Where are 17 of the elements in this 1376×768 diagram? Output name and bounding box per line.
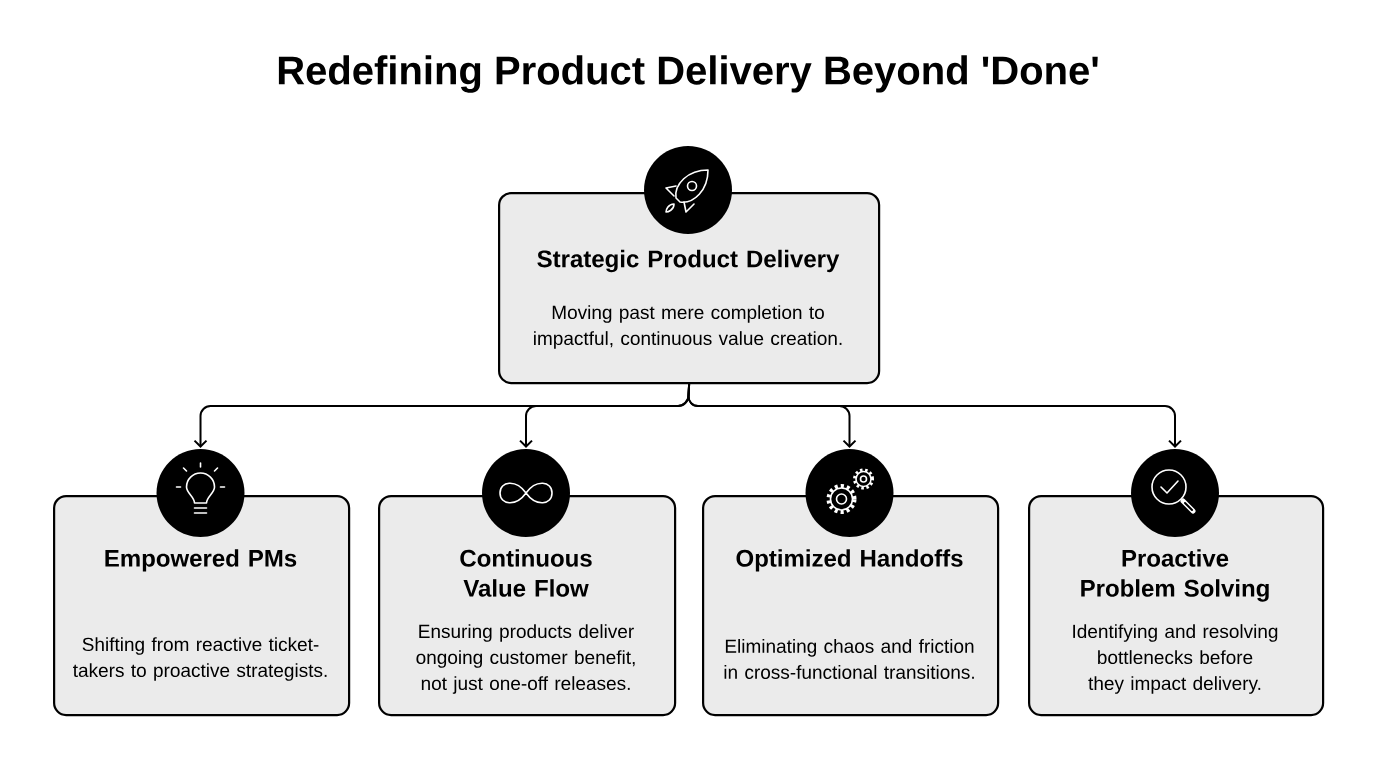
heading: Proactive Problem Solving <box>1081 549 1269 602</box>
description: Eliminating chaos and friction in cross-functional transitions. <box>724 639 974 679</box>
description: Ensuring products deliver ongoing customer benefit, not just one-off releases. <box>416 624 635 694</box>
card <box>53 449 351 717</box>
description: Identifying and resolving bottlenecks before they impact delivery. <box>1073 624 1278 694</box>
title: Redefining Product Delivery Beyond 'Done' <box>278 55 1098 93</box>
heading: Optimized Handoffs <box>736 549 963 572</box>
arrow <box>687 383 1182 448</box>
heading: Strategic Product Delivery <box>537 249 840 273</box>
heading: Empowered PMs <box>105 549 297 572</box>
card <box>378 449 677 717</box>
heading: Continuous Value Flow <box>460 549 592 597</box>
description: Shifting from reactive ticket-takers to proactive strategists. <box>73 637 327 681</box>
card <box>702 449 1000 717</box>
card <box>498 146 881 385</box>
card <box>1028 449 1325 717</box>
description: Moving past mere completion to impactful, continuous value creation. <box>534 305 842 349</box>
